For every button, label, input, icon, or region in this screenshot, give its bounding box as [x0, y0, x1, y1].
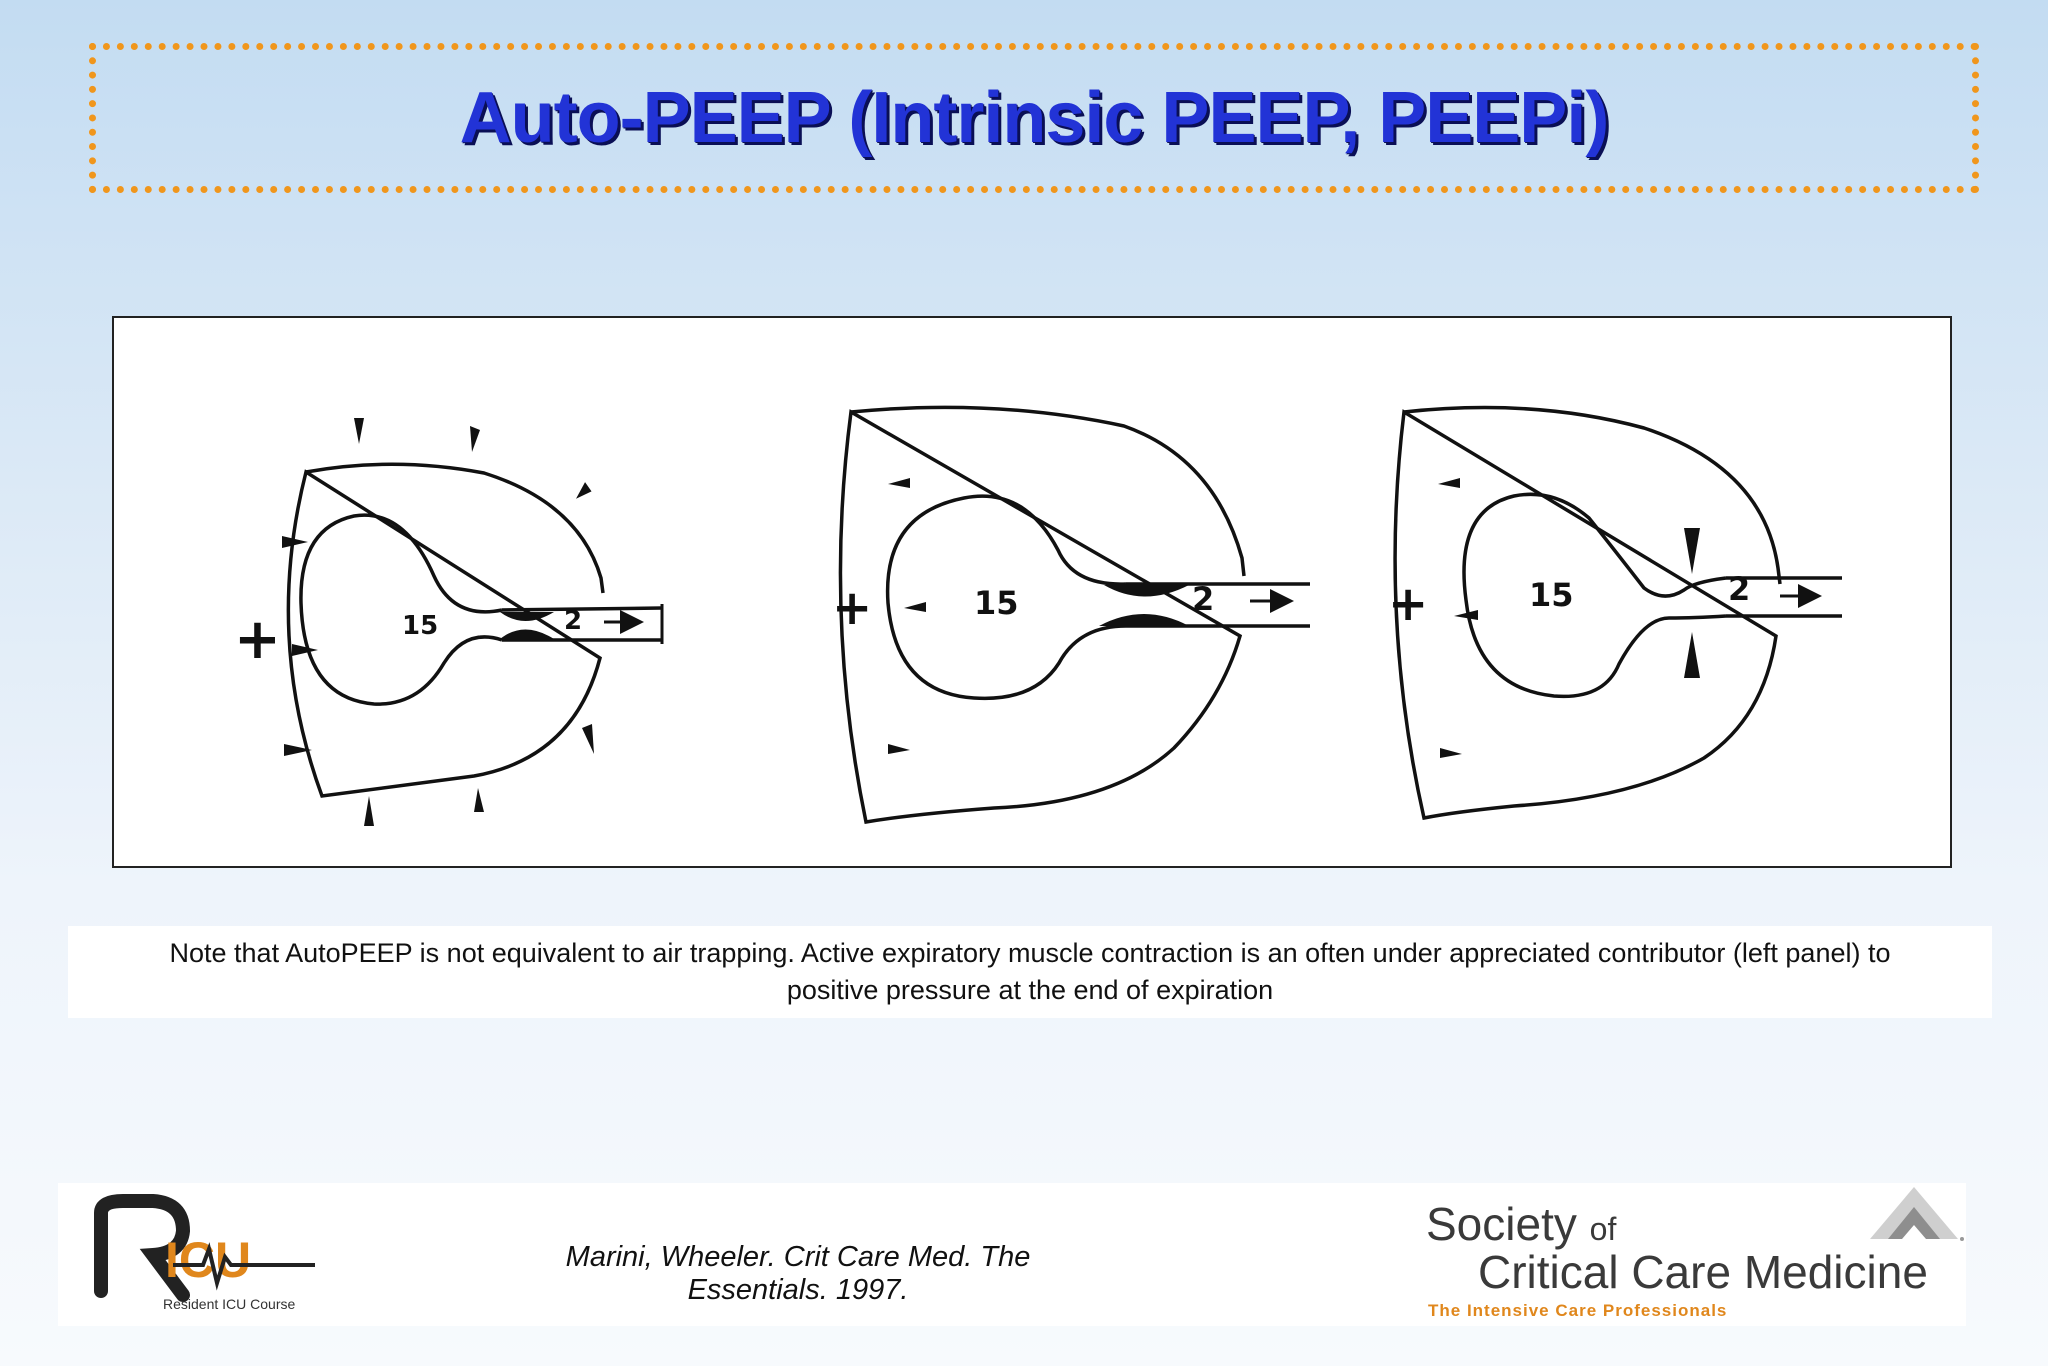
ricu-subtitle: Resident ICU Course	[163, 1296, 295, 1312]
right-plus-sign: +	[1388, 576, 1428, 632]
title-box: Auto-PEEP (Intrinsic PEEP, PEEPi)	[89, 43, 1979, 193]
left-chest-wall	[286, 462, 605, 798]
right-chest-wall	[1393, 405, 1782, 821]
middle-compression-top	[1104, 585, 1189, 597]
left-muscle-arrows	[282, 418, 594, 826]
ricu-logo: ICU Resident ICU Course	[83, 1191, 343, 1318]
ricu-icu-letters: ICU	[165, 1232, 251, 1288]
sccm-society-text: Society of	[1426, 1197, 1616, 1251]
right-airway-pressure: 2	[1728, 570, 1750, 608]
middle-wall-arrows	[888, 478, 926, 754]
middle-alveolus	[885, 494, 1127, 701]
middle-chest-wall	[838, 405, 1246, 825]
sccm-tagline: The Intensive Care Professionals	[1428, 1301, 1728, 1320]
middle-airway-pressure: 2	[1192, 580, 1214, 618]
sccm-pyramid-icon	[1870, 1187, 1964, 1241]
right-alveolar-pressure: 15	[1529, 576, 1574, 614]
right-wall-arrows	[1438, 478, 1478, 758]
auto-peep-diagram: 15 2 + 15	[112, 316, 1952, 868]
sccm-society-word: Society	[1426, 1198, 1577, 1250]
left-plus-sign: +	[234, 607, 281, 672]
right-alveolus	[1462, 492, 1727, 699]
sccm-logo: Society of Critical Care Medicine The In…	[1406, 1183, 1966, 1326]
left-compression-bottom	[500, 629, 554, 639]
note-box: Note that AutoPEEP is not equivalent to …	[68, 926, 1992, 1018]
citation: Marini, Wheeler. Crit Care Med. The Esse…	[565, 1241, 1031, 1306]
right-panel: 15 2 +	[1388, 405, 1842, 821]
right-airway-arrow-bottom	[1684, 632, 1700, 678]
sccm-of-word: of	[1589, 1211, 1617, 1247]
middle-compression-bottom	[1099, 614, 1189, 626]
note-text: Note that AutoPEEP is not equivalent to …	[169, 938, 1891, 1005]
left-panel: 15 2 +	[234, 418, 664, 826]
left-alveolar-pressure: 15	[402, 611, 438, 641]
left-compression-top	[500, 612, 554, 621]
ricu-logo-mark: ICU Resident ICU Course	[94, 1194, 315, 1312]
right-airway-arrow-top	[1684, 528, 1700, 574]
diagram-svg: 15 2 + 15	[234, 405, 1842, 826]
middle-alveolar-pressure: 15	[974, 584, 1019, 622]
footer-bar: ICU Resident ICU Course Marini, Wheeler.…	[58, 1183, 1966, 1326]
slide-title: Auto-PEEP (Intrinsic PEEP, PEEPi)	[459, 78, 1610, 158]
left-airway-pressure: 2	[564, 606, 582, 636]
sccm-name: Critical Care Medicine	[1478, 1246, 1928, 1298]
middle-panel: 15 2 +	[832, 405, 1310, 825]
middle-plus-sign: +	[832, 580, 872, 636]
left-alveolus	[299, 513, 503, 706]
